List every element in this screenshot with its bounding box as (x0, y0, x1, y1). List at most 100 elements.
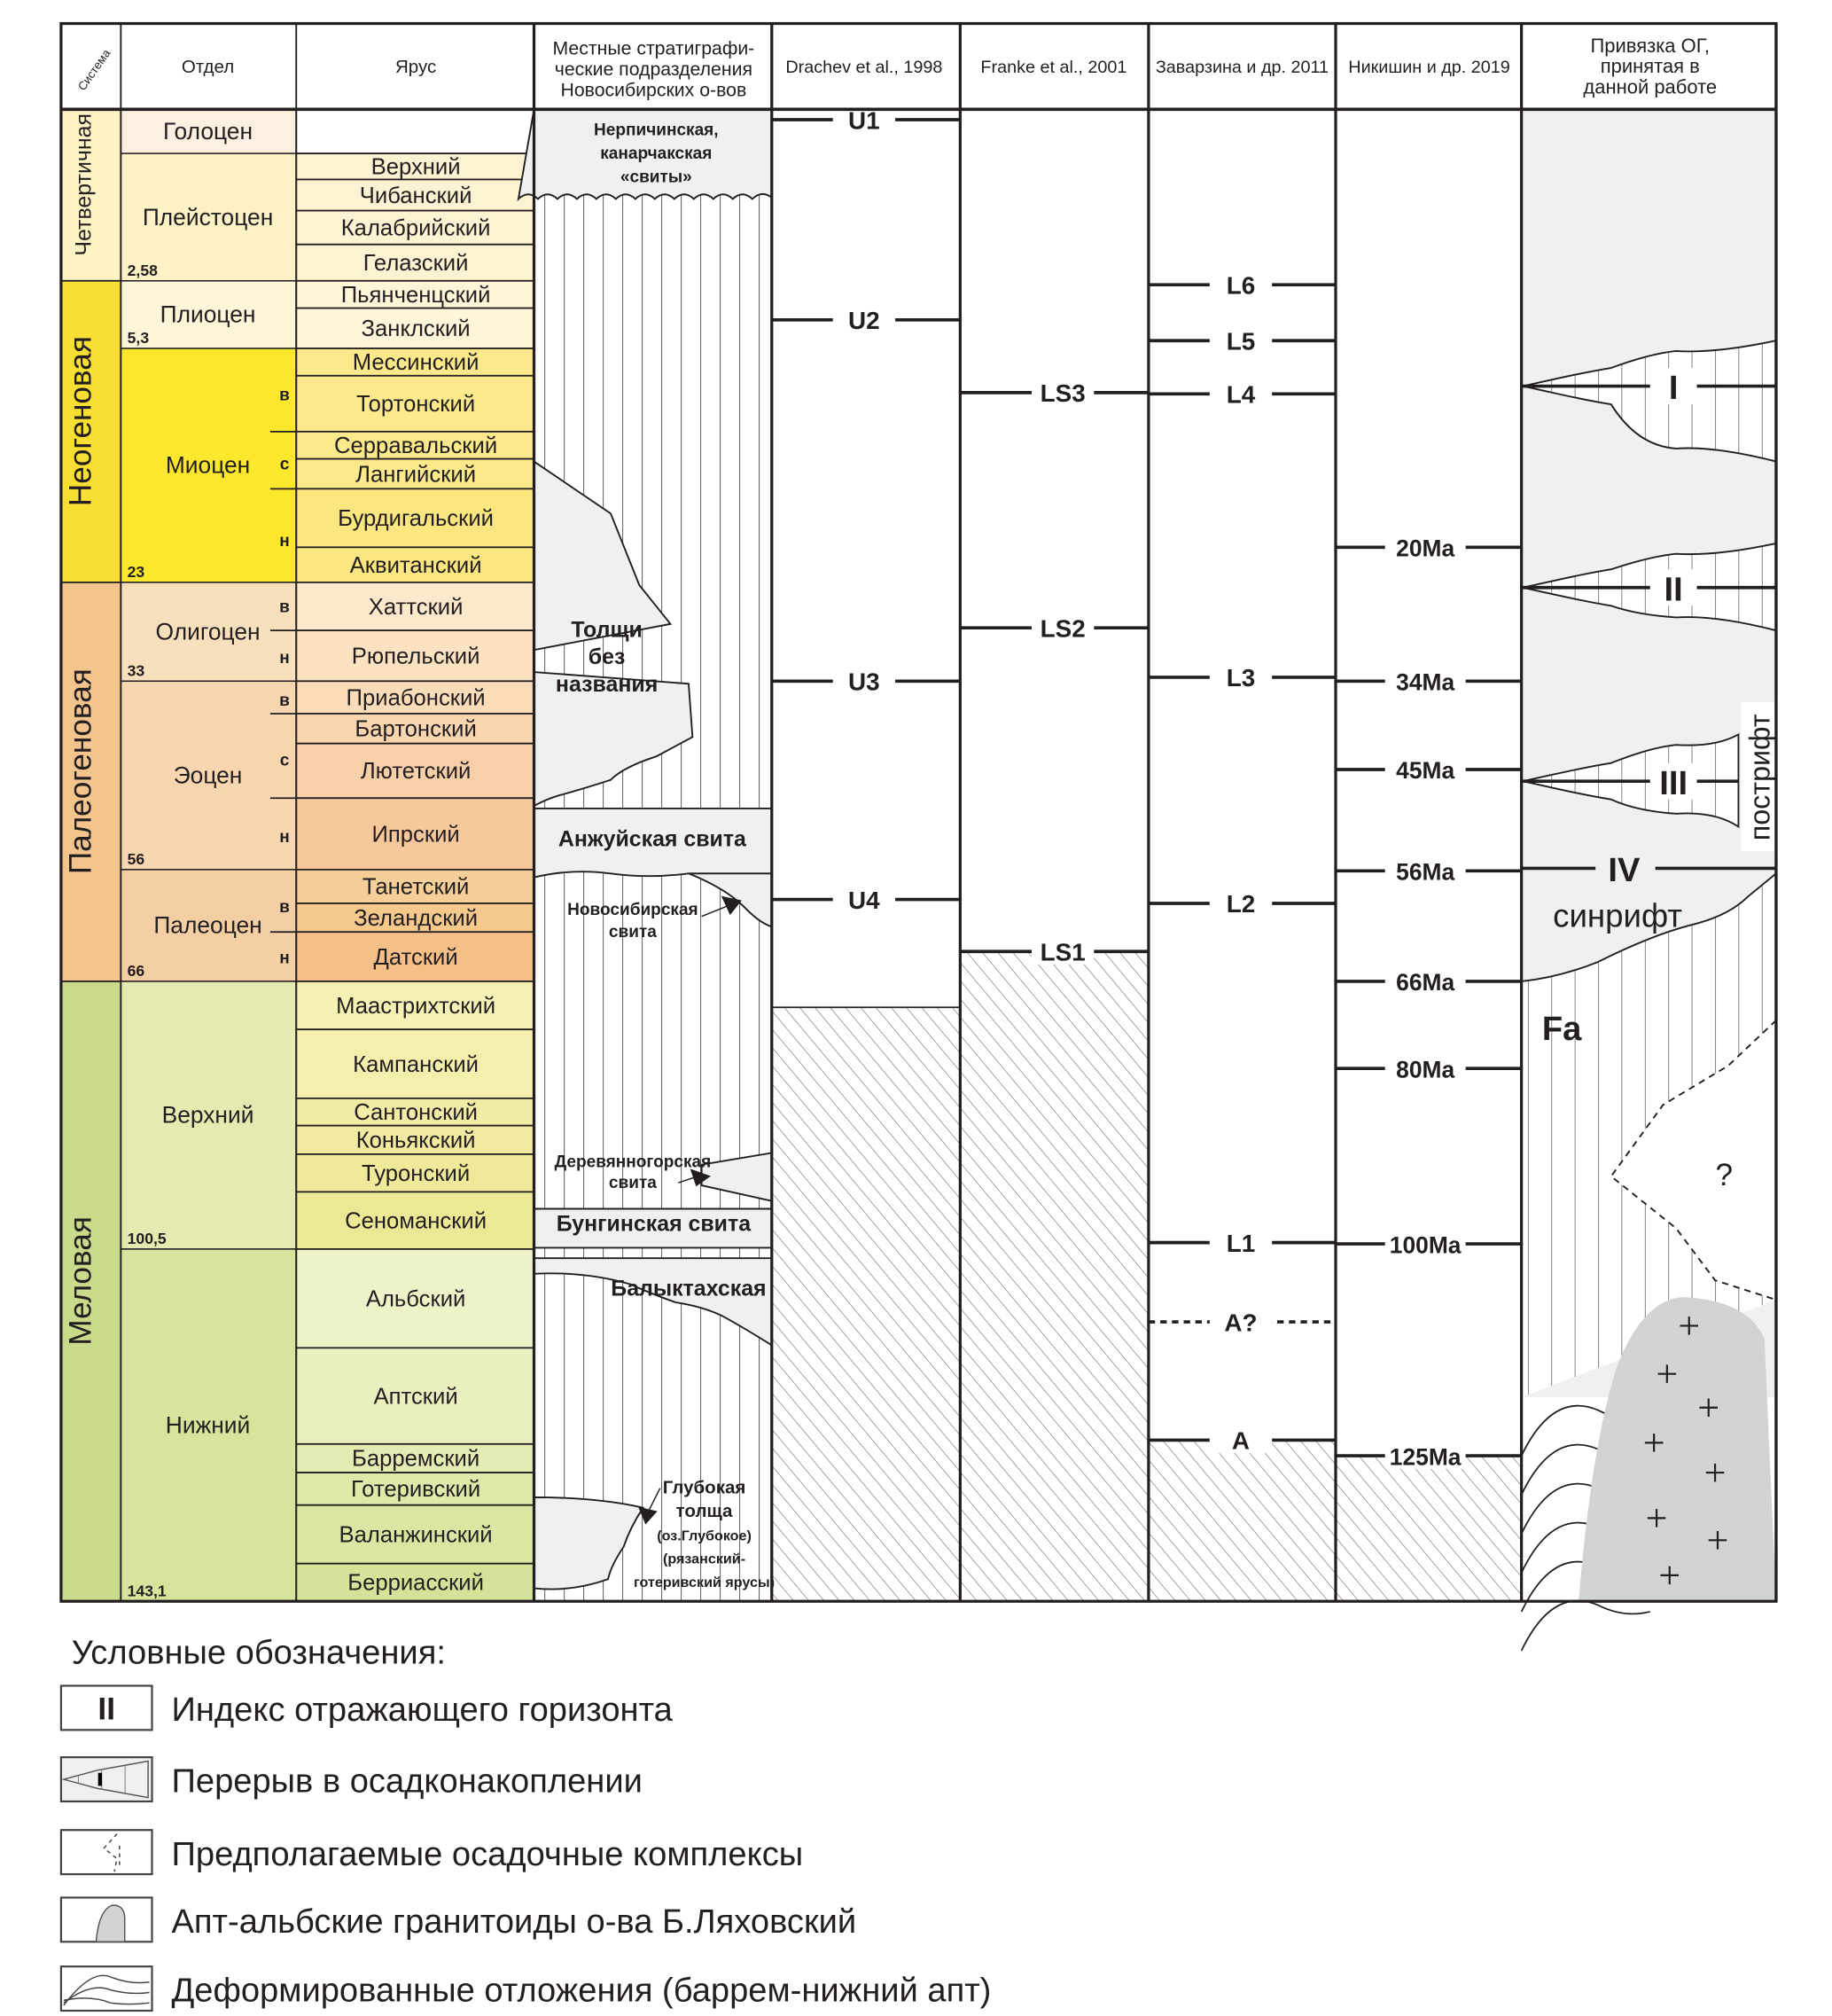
stage-label: Барремский (352, 1447, 479, 1472)
boundary-age: 33 (128, 661, 145, 679)
hiatus-wedge: I (1522, 340, 1777, 463)
stage-cell (295, 1248, 535, 1349)
novosibirskaya-unit (688, 872, 773, 928)
header-local: ческие подразделения (555, 59, 752, 80)
label-bg (1031, 614, 1095, 641)
series-label: Верхний (162, 1102, 254, 1129)
zavarzina-horizon-label: L6 (1227, 271, 1256, 299)
label-bg (1031, 379, 1095, 406)
unit-label: толща (676, 1501, 733, 1521)
nikishin-horizon-label: 100Ma (1390, 1231, 1462, 1258)
unit-label: Глубокая (663, 1478, 746, 1498)
stage-label: Альбский (366, 1286, 466, 1311)
header-drachev: Drachev et al., 1998 (785, 58, 942, 77)
assumed-complex-boundary (1610, 1020, 1777, 1301)
zavarzina-horizon-label: L1 (1227, 1230, 1256, 1257)
label-bg (1384, 1055, 1466, 1082)
boundary-age: 5,3 (128, 329, 150, 347)
unit-label: свита (609, 1174, 657, 1192)
unit-label: Балыктахская (611, 1277, 766, 1301)
stage-cell (295, 152, 535, 181)
plus-icon (1680, 1317, 1699, 1335)
subdivision-label: с (280, 455, 290, 473)
unit-label: Нерпичинская, (594, 121, 719, 140)
stage-label: Коньякский (356, 1129, 476, 1153)
label-bg (1384, 756, 1466, 783)
system-label: Палеогеновая (64, 668, 98, 874)
horizon-index: I (1669, 370, 1679, 407)
stage-label: Сеноманский (345, 1208, 487, 1233)
stage-cell (295, 1191, 535, 1250)
header-bg (60, 23, 1776, 110)
stage-cell (295, 1442, 535, 1473)
legend-curve (63, 1997, 150, 2005)
label-bg (1384, 968, 1466, 995)
header-nikishin: Никишин и др. 2019 (1348, 58, 1509, 77)
subdivision-label: с (280, 752, 290, 770)
header-zavarzina: Заварзина и др. 2011 (1156, 58, 1329, 77)
nerpichinskaya-unit (517, 108, 773, 202)
hatched-area (1148, 1440, 1337, 1602)
unit-label: названия (556, 672, 658, 697)
boundary-age: 143,1 (128, 1582, 167, 1599)
stage-cell (295, 582, 535, 632)
label-bg (832, 106, 896, 133)
series-label: Олигоцен (155, 618, 260, 645)
stage-label: Аптский (374, 1384, 458, 1409)
subdivision-label: в (279, 692, 290, 710)
label-bg (1209, 890, 1273, 917)
label-bg (1384, 857, 1466, 885)
unit-label: «свиты» (620, 168, 692, 186)
stage-label: Туронский (362, 1161, 470, 1186)
label-bg (1741, 701, 1775, 852)
subdivision-label: н (279, 828, 290, 847)
unit-label: Бунгинская свита (557, 1211, 752, 1236)
stage-label: Танетский (363, 875, 469, 900)
postrift-label: пострифт (1744, 714, 1776, 840)
label-bg (1649, 569, 1697, 606)
label-bg (1649, 762, 1697, 800)
stage-cell (295, 680, 535, 715)
stage-cell (295, 108, 535, 155)
stage-label: Кампанский (353, 1052, 479, 1077)
legend-label: Индекс отражающего горизонта (172, 1692, 674, 1729)
legend-curve (63, 1987, 150, 2004)
label-bg (1209, 1309, 1273, 1335)
legend-swatch (59, 1684, 153, 1731)
series-label: Миоцен (166, 452, 250, 479)
plus-icon (1660, 1566, 1680, 1585)
stage-label: Бартонский (355, 717, 476, 742)
label-bg (832, 886, 896, 913)
legend-label: Перерыв в осадконакоплении (172, 1763, 643, 1801)
stage-cell (295, 1347, 535, 1445)
stage-cell (295, 629, 535, 683)
deformed-deposits-icon (59, 1965, 153, 2012)
zavarzina-horizon-label: A (1232, 1427, 1250, 1455)
stage-label: Валанжинский (339, 1523, 493, 1548)
legend-label: Апт-альбские гранитоиды о-ва Б.Ляховский (172, 1903, 857, 1941)
arrow-icon (677, 1168, 711, 1187)
subdivision-label: в (279, 387, 290, 405)
label-bg (1209, 1229, 1273, 1256)
stage-cell (295, 742, 535, 800)
legend-item: Перерыв в осадконакоплении (59, 1756, 643, 1803)
stage-label: Лютетский (361, 759, 472, 784)
synrift-top (1521, 872, 1777, 982)
boundary-age: 2,58 (128, 262, 158, 279)
table-frame (59, 21, 1778, 1603)
hatched-area (1336, 1456, 1522, 1602)
hatched-area (960, 951, 1149, 1602)
label-bg (832, 307, 896, 333)
balyktakhskaya-unit (533, 1257, 773, 1348)
arrow-icon (638, 1488, 661, 1525)
stage-cell (295, 374, 535, 433)
stage-label: Пьянченцский (341, 283, 491, 308)
header-local: Новосибирских о-вов (560, 80, 746, 101)
unit-label: (оз.Глубокое) (657, 1528, 752, 1543)
series-cell (120, 1248, 297, 1602)
legend-dashed (103, 1833, 121, 1872)
series-label: Нижний (166, 1411, 250, 1438)
series-label: Эоцен (174, 762, 243, 788)
